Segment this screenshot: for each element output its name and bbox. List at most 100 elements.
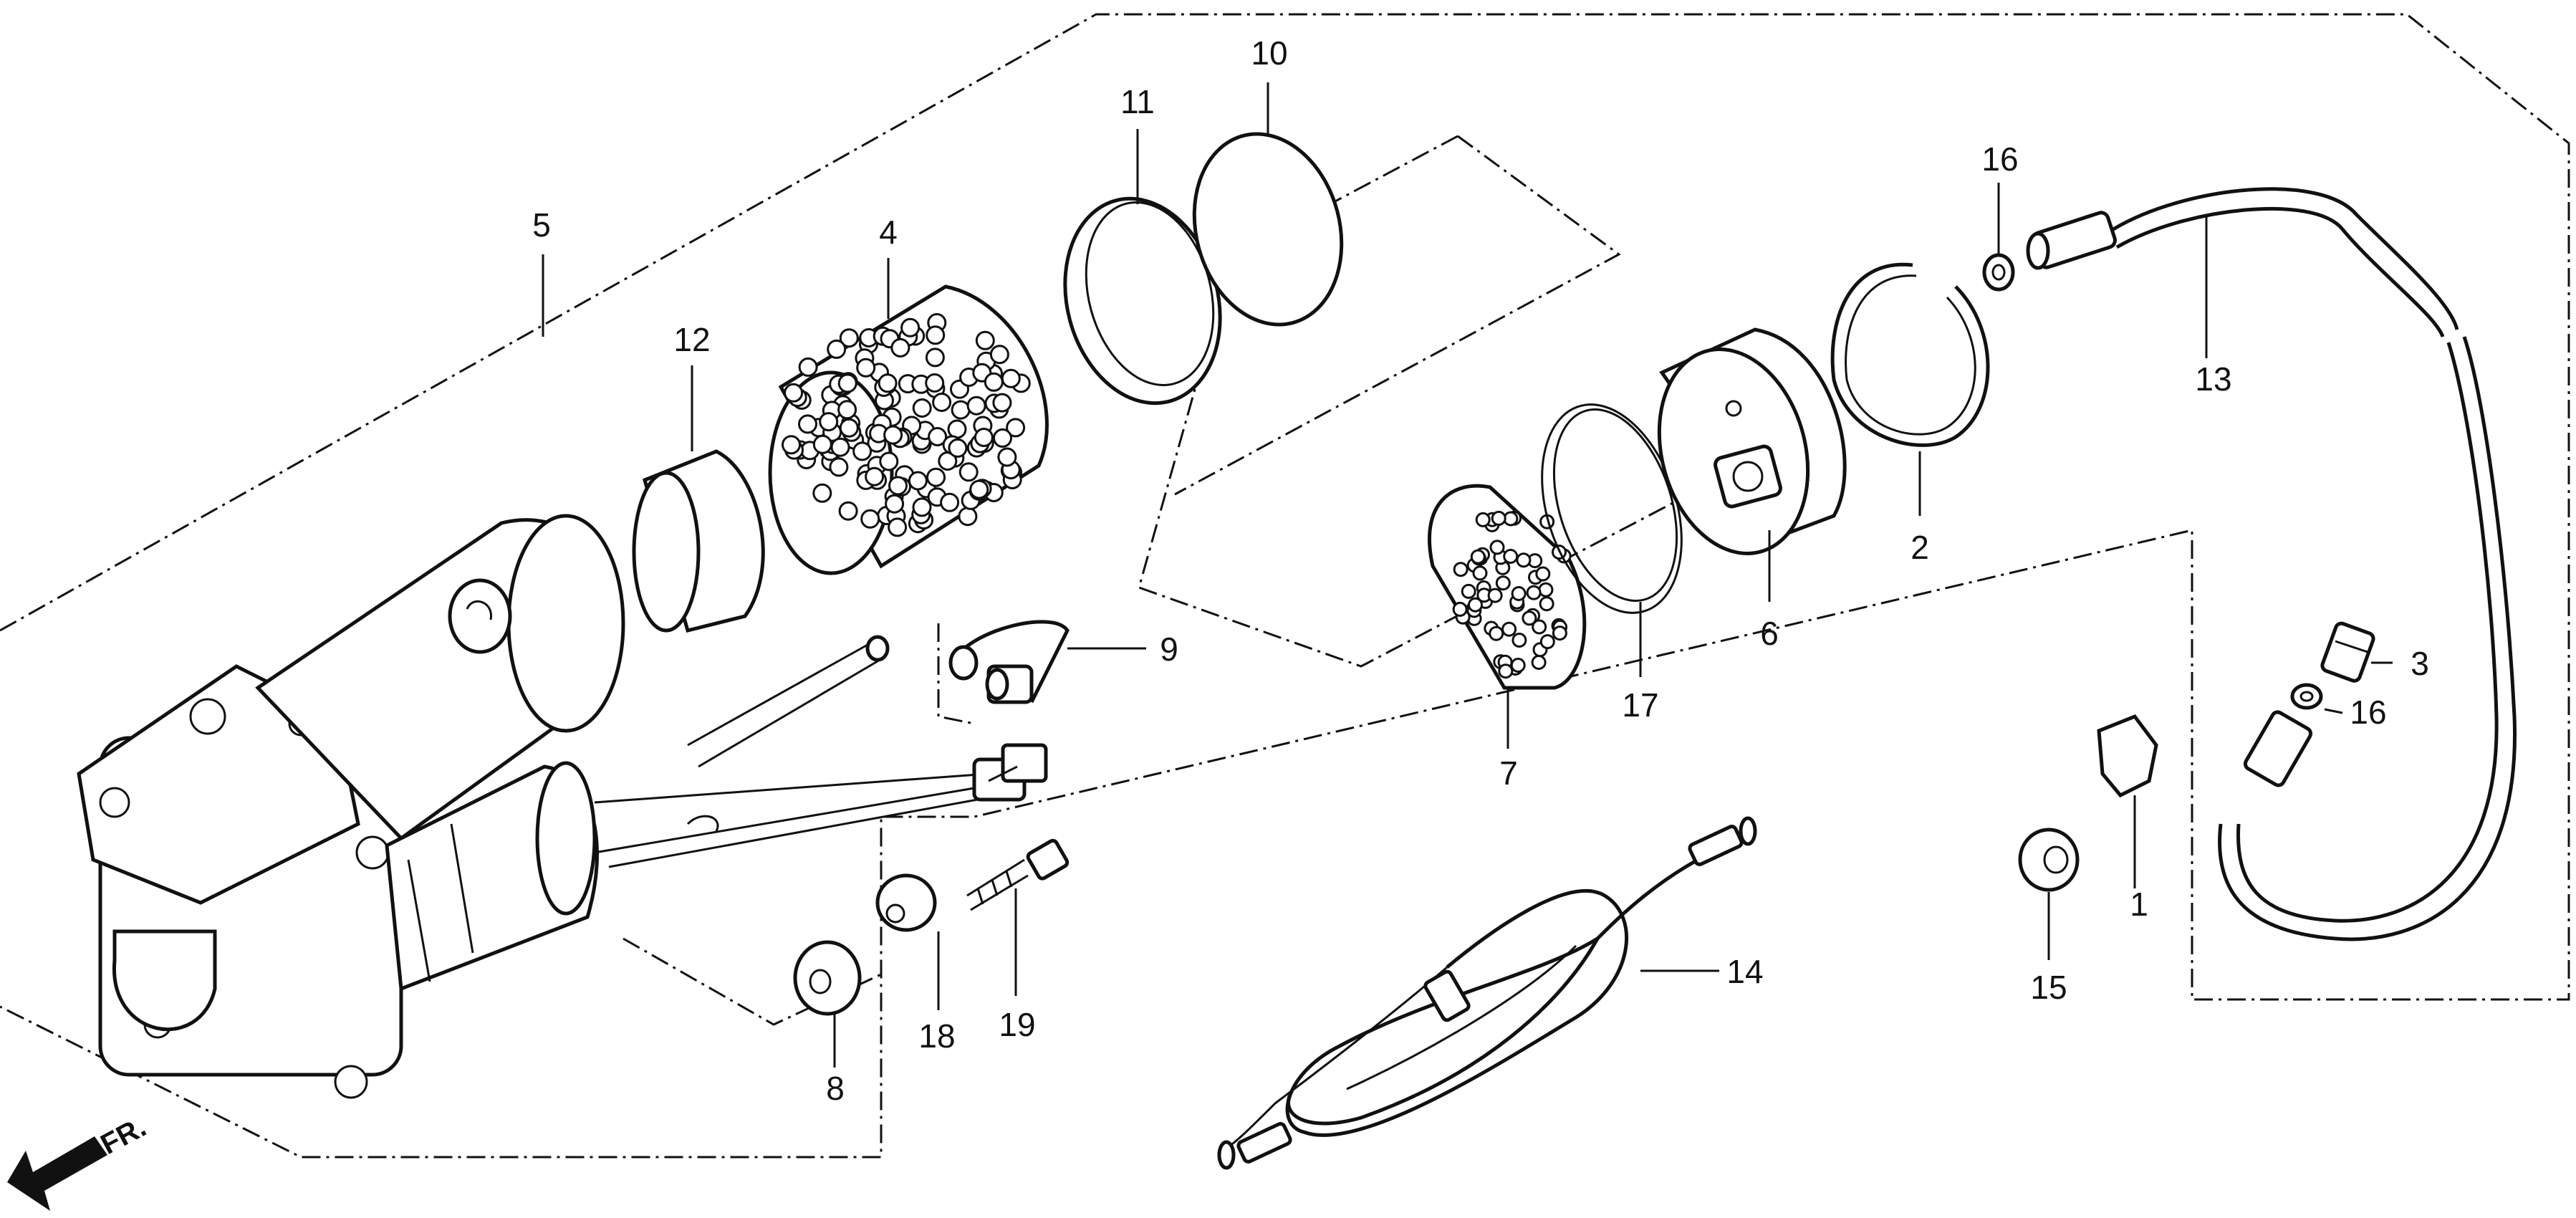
- texture-dot: [989, 345, 1009, 365]
- texture-dot: [1552, 625, 1567, 641]
- texture-dot: [865, 466, 885, 486]
- texture-dot: [782, 435, 801, 455]
- texture-dot: [1539, 596, 1554, 612]
- texture-dot: [948, 438, 968, 458]
- part-13-hose: [2026, 187, 2517, 941]
- texture-dot: [888, 517, 908, 537]
- texture-dot: [1495, 575, 1511, 591]
- arrow-left-down-icon: [7, 1136, 107, 1211]
- texture-dot: [958, 462, 979, 482]
- texture-dot: [908, 471, 928, 491]
- part-11-disc: [1063, 196, 1222, 406]
- part-4-filter: [768, 284, 1049, 575]
- texture-dot: [975, 330, 995, 350]
- texture-dot: [1001, 368, 1021, 388]
- texture-dot: [997, 447, 1017, 467]
- texture-dot: [1472, 565, 1488, 581]
- texture-dot: [926, 325, 946, 345]
- texture-dot: [1453, 562, 1469, 577]
- texture-dot: [860, 509, 880, 529]
- texture-dot: [883, 425, 903, 445]
- texture-dot: [856, 358, 876, 378]
- part-10-disc: [1192, 132, 1344, 327]
- callout-3: 3: [2411, 645, 2429, 682]
- callout-2: 2: [1911, 529, 1929, 566]
- callout-10: 10: [1251, 34, 1287, 72]
- texture-dot: [932, 393, 952, 412]
- callout-4: 4: [879, 214, 898, 251]
- texture-dot: [1452, 601, 1468, 617]
- callout-labels: 1 2 3 4 5 6 7 8 9 10 11 12 13 14 15 16 1…: [532, 34, 2429, 1107]
- callout-6: 6: [1760, 615, 1779, 652]
- callout-9: 9: [1160, 630, 1178, 668]
- callout-1: 1: [2130, 886, 2148, 923]
- texture-dot: [852, 441, 873, 461]
- texture-dot: [928, 427, 948, 446]
- texture-dot: [827, 339, 847, 359]
- callout-16-lower: 16: [2350, 694, 2386, 731]
- texture-dot: [1531, 655, 1547, 670]
- texture-dot: [926, 467, 946, 487]
- texture-dot: [966, 395, 986, 416]
- texture-dot: [1510, 658, 1526, 673]
- texture-dot: [837, 400, 857, 420]
- callout-12: 12: [673, 321, 710, 358]
- callout-15: 15: [2030, 969, 2067, 1006]
- texture-dot: [947, 419, 967, 439]
- texture-dot: [830, 437, 850, 457]
- texture-dot: [888, 476, 908, 496]
- leader-lines: [542, 82, 2393, 1068]
- texture-dot: [1489, 540, 1505, 555]
- texture-dot: [900, 317, 921, 337]
- texture-dot: [969, 479, 989, 499]
- texture-dot: [992, 393, 1012, 413]
- part-16-washer-lower: [2290, 683, 2323, 710]
- callout-17: 17: [1622, 686, 1658, 724]
- texture-dot: [1516, 552, 1532, 568]
- part-19-bolt: [966, 838, 1070, 911]
- texture-dot: [1470, 549, 1486, 565]
- texture-dot: [1503, 549, 1519, 564]
- texture-dot: [819, 412, 839, 432]
- texture-dot: [878, 373, 898, 393]
- texture-dot: [829, 457, 849, 477]
- texture-dot: [912, 497, 932, 517]
- callout-7: 7: [1499, 754, 1518, 792]
- texture-dot: [912, 398, 932, 418]
- texture-dot: [1491, 510, 1506, 526]
- callout-16-upper: 16: [1981, 140, 2018, 178]
- texture-dot: [784, 383, 804, 403]
- texture-dot: [837, 373, 857, 393]
- part-1-clip: [2097, 714, 2158, 798]
- part-15-grommet: [2018, 828, 2080, 892]
- callout-13: 13: [2195, 360, 2231, 398]
- texture-dot: [1498, 663, 1514, 679]
- texture-dot: [925, 347, 945, 368]
- texture-dot: [925, 373, 945, 393]
- motor-rod-and-leads: [594, 635, 1048, 868]
- texture-dot: [1475, 512, 1491, 527]
- texture-dot: [885, 494, 905, 514]
- part-14-cable: [1217, 816, 1757, 1170]
- texture-dot: [1461, 583, 1476, 599]
- texture-dot: [839, 328, 859, 348]
- callout-8: 8: [826, 1070, 845, 1107]
- callout-5: 5: [532, 206, 551, 244]
- texture-dot: [1532, 619, 1547, 635]
- texture-dot: [879, 451, 899, 471]
- part-16-washer: [1982, 253, 2015, 292]
- part-12-cap: [632, 449, 765, 633]
- part-18-collar: [875, 873, 937, 932]
- texture-dot: [1526, 585, 1542, 600]
- texture-dot: [984, 372, 1004, 392]
- texture-dot: [812, 434, 832, 454]
- texture-dot: [1487, 588, 1503, 603]
- texture-dot: [1511, 586, 1527, 601]
- texture-dot: [1501, 621, 1517, 637]
- part-8-grommet: [793, 940, 862, 1016]
- texture-dot: [951, 400, 971, 420]
- part-9-tube: [948, 620, 1070, 704]
- callout-18: 18: [918, 1017, 955, 1055]
- texture-dot: [1468, 597, 1483, 613]
- texture-dot: [940, 492, 960, 512]
